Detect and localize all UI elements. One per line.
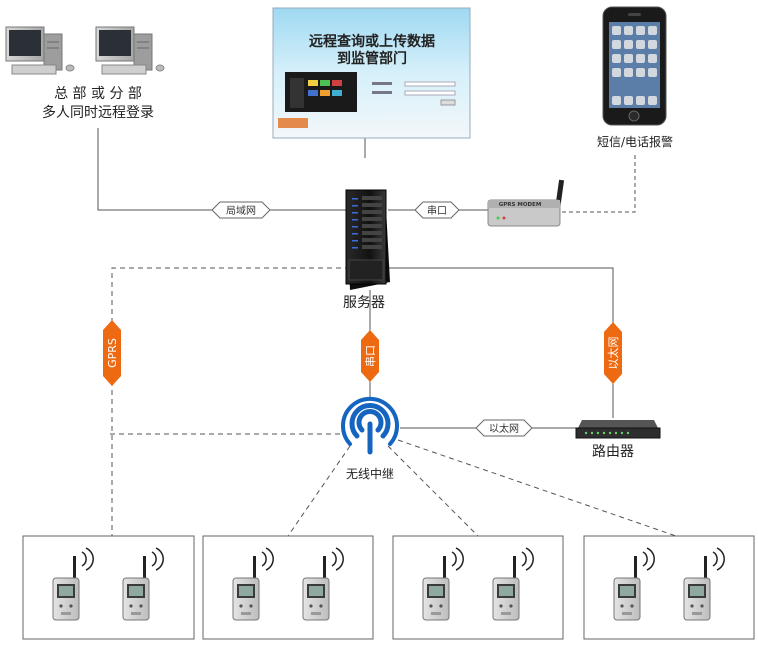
wireless-logger-icon — [492, 547, 534, 621]
ethernet-vertical-line — [388, 267, 614, 418]
hq-label-line1: 总 部 或 分 部 — [54, 86, 142, 102]
serial-mid-tag: 串口 — [361, 330, 379, 382]
screen-title-line1: 远程查询或上传数据 — [309, 33, 435, 50]
gprs-line — [111, 267, 350, 536]
wireless-logger-icon — [302, 547, 344, 621]
software-screenshot: 远程查询或上传数据 到监管部门 — [272, 7, 471, 139]
serial-top-tag: 串口 — [414, 201, 460, 219]
lan-line — [97, 128, 352, 211]
phone-label: 短信/电话报警 — [597, 134, 673, 149]
server-label: 服务器 — [343, 295, 385, 311]
ethernet-vertical-tag-text: 以太网 — [607, 337, 620, 370]
repeater-label: 无线中继 — [346, 466, 394, 481]
hq-label-line2: 多人同时远程登录 — [42, 104, 154, 121]
sensor-group-box — [392, 535, 564, 640]
desktop-pc-icon — [5, 26, 75, 75]
sensor-group-box — [22, 535, 195, 640]
gprs-tag: GPRS — [103, 320, 121, 386]
sensor-groups — [22, 535, 755, 640]
serial-top-tag-text: 串口 — [427, 205, 447, 217]
wifi-repeater-icon — [341, 396, 399, 455]
sensor-group-box — [202, 535, 374, 640]
wireless-logger-icon — [683, 547, 725, 621]
serial-mid-tag-text: 串口 — [364, 345, 377, 367]
gprs-modem-icon: GPRS MODEM — [487, 179, 565, 227]
router-label: 路由器 — [592, 444, 634, 460]
server-icon — [345, 189, 390, 290]
desktop-pc-icon — [95, 26, 165, 75]
lan-tag: 局域网 — [211, 201, 271, 219]
wireless-logger-icon — [422, 547, 464, 621]
ethernet-vertical-tag: 以太网 — [604, 322, 622, 384]
ethernet-horizontal-tag: 以太网 — [475, 419, 533, 437]
hq-computers: 总 部 或 分 部 多人同时远程登录 — [5, 26, 165, 121]
smartphone-icon — [602, 6, 667, 126]
wireless-logger-icon — [122, 547, 164, 621]
lan-tag-text: 局域网 — [226, 204, 256, 217]
gprs-tag-text: GPRS — [106, 338, 119, 368]
screen-title-line2: 到监管部门 — [337, 50, 407, 67]
wireless-logger-icon — [52, 547, 94, 621]
sensor-group-box — [583, 535, 755, 640]
router-icon — [575, 420, 661, 439]
wireless-logger-icon — [232, 547, 274, 621]
ethernet-horizontal-tag-text: 以太网 — [489, 422, 519, 435]
sms-line — [562, 155, 636, 213]
wireless-logger-icon — [613, 547, 655, 621]
modem-label: GPRS MODEM — [499, 202, 542, 208]
